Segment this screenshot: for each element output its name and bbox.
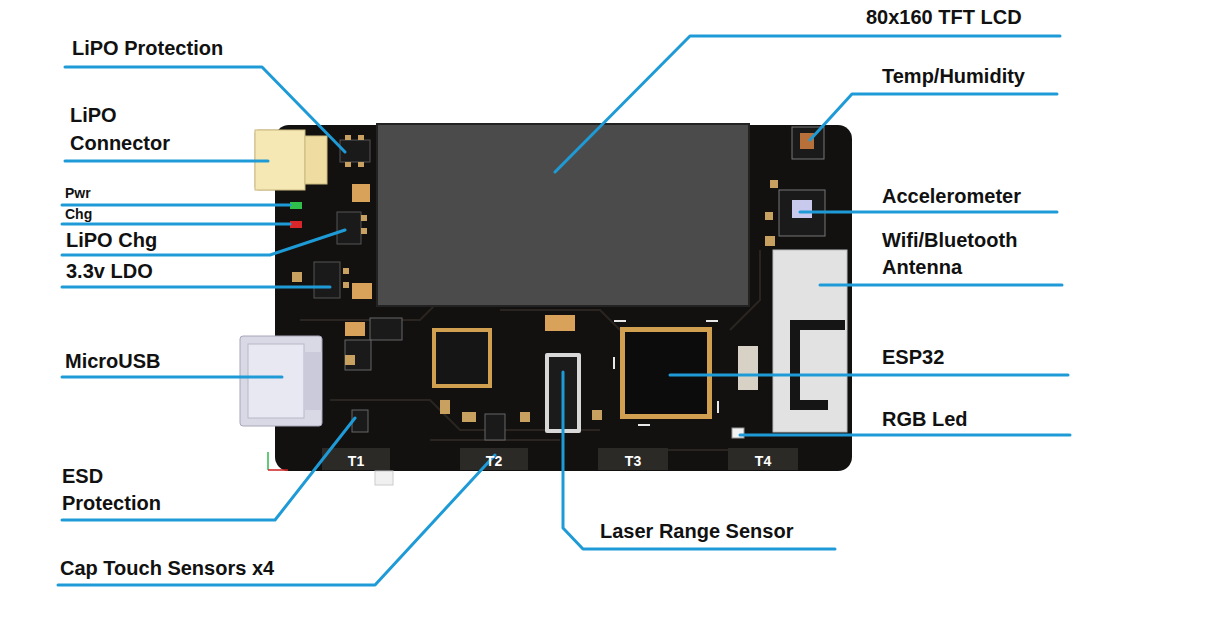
part-label: Wifi/Bluetooth Antenna xyxy=(882,227,1060,281)
part-label: 3.3v LDO xyxy=(66,259,153,283)
part-label: Accelerometer xyxy=(882,184,1021,208)
micro-usb-connector xyxy=(240,336,322,426)
part-label: LiPO Protection xyxy=(72,36,223,60)
switch-tab xyxy=(375,471,393,485)
charge-led xyxy=(290,221,302,228)
part-label: 80x160 TFT LCD xyxy=(866,5,1022,29)
power-led xyxy=(290,202,302,209)
part-label: MicroUSB xyxy=(65,349,161,373)
part-label: LiPO Chg xyxy=(66,228,157,252)
part-label: Pwr xyxy=(65,185,91,202)
leader-lines xyxy=(58,36,1070,585)
tft-lcd xyxy=(377,124,749,306)
part-label: ESD Protection xyxy=(62,463,187,517)
esp32-chip xyxy=(614,321,718,425)
part-label: Laser Range Sensor xyxy=(600,519,793,543)
touch-pads xyxy=(322,448,798,470)
part-label: ESP32 xyxy=(882,345,944,369)
part-label: LiPO Connector xyxy=(70,101,200,157)
silkscreen-label: T4 xyxy=(755,453,771,470)
lipo-connector-pins xyxy=(305,136,327,184)
part-label: RGB Led xyxy=(882,407,968,431)
silkscreen-label: T3 xyxy=(625,453,641,470)
part-label: Temp/Humidity xyxy=(882,64,1025,88)
antenna xyxy=(773,250,847,432)
silkscreen-label: T2 xyxy=(486,453,502,470)
touch-controller-chip xyxy=(432,328,492,388)
axis-marker xyxy=(268,452,288,470)
part-label: Chg xyxy=(65,206,92,223)
silkscreen-label: T1 xyxy=(348,453,364,470)
part-label: Cap Touch Sensors x4 xyxy=(60,556,274,580)
